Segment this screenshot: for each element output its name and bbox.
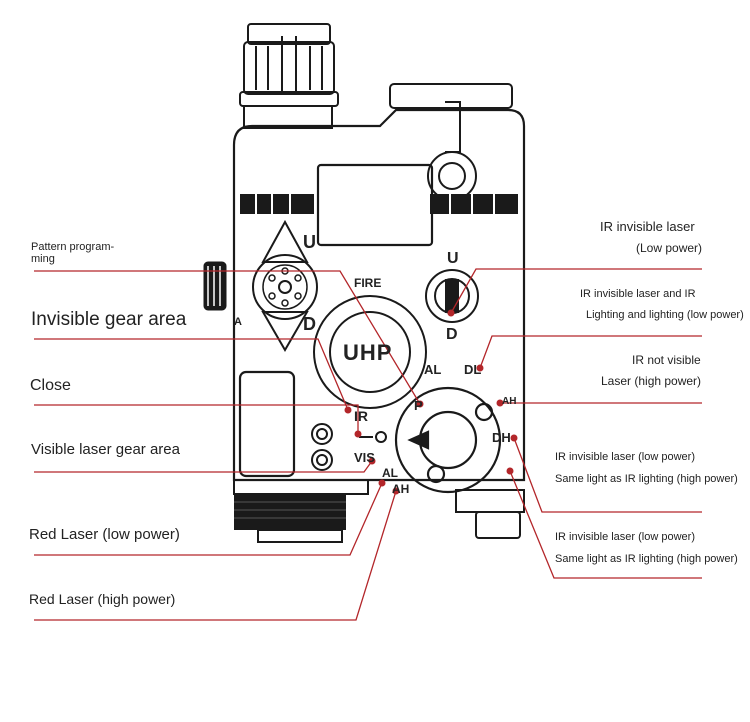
device-down-right-label: D bbox=[446, 326, 458, 343]
mode-dial bbox=[394, 386, 502, 494]
callout-close: Close bbox=[30, 377, 71, 394]
top-knob bbox=[239, 23, 339, 129]
device-up-right-label: U bbox=[447, 250, 459, 267]
callout-lighting-low-power: Lighting and lighting (low power) bbox=[586, 309, 744, 321]
callout-ir-invisible-laser-low-2: IR invisible laser (low power) bbox=[555, 531, 695, 543]
device-dh-label: DH bbox=[492, 430, 511, 445]
device-ah-label: AH bbox=[502, 396, 517, 407]
device-up-left-label: U bbox=[303, 232, 316, 252]
callout-pattern-programming-line2: ming bbox=[31, 253, 55, 265]
device-al-top-label: AL bbox=[424, 362, 442, 377]
device-ir-label: IR bbox=[354, 408, 368, 424]
device-down-left-label: D bbox=[303, 314, 316, 334]
uhp-button bbox=[313, 295, 427, 409]
device-ah-bottom-label: AH bbox=[392, 482, 410, 496]
callout-pattern-programming-line1: Pattern program- bbox=[31, 241, 115, 253]
device-vis-label: VIS bbox=[354, 450, 375, 465]
main-housing bbox=[232, 108, 526, 482]
callout-red-laser-low: Red Laser (low power) bbox=[29, 526, 180, 543]
device-p-label: P bbox=[414, 398, 423, 413]
callout-ir-invisible-laser-low-1: IR invisible laser (low power) bbox=[555, 451, 695, 463]
callout-ir-invisible-laser: IR invisible laser bbox=[600, 219, 695, 234]
device-fire-label: FIRE bbox=[354, 276, 382, 290]
callout-red-laser-high: Red Laser (high power) bbox=[29, 591, 176, 607]
callout-ir-not-visible: IR not visible bbox=[632, 353, 701, 367]
small-buttons bbox=[311, 423, 387, 471]
callout-ir-invisible-laser-and-ir: IR invisible laser and IR bbox=[580, 288, 696, 300]
callout-same-light-high-2: Same light as IR lighting (high power) bbox=[555, 553, 738, 565]
callout-visible-laser-gear-area: Visible laser gear area bbox=[31, 441, 180, 458]
callout-invisible-gear-area: Invisible gear area bbox=[31, 309, 187, 330]
device-al-bottom-label: AL bbox=[382, 466, 398, 480]
side-knob bbox=[203, 261, 227, 311]
top-right-cap bbox=[389, 83, 513, 201]
bottom-rail bbox=[233, 479, 525, 543]
callout-laser-high-power: Laser (high power) bbox=[601, 374, 702, 388]
device-side-a-label: A bbox=[234, 316, 242, 328]
device-uhp-label: UHP bbox=[343, 340, 393, 365]
striped-band bbox=[240, 194, 518, 214]
leader-dots bbox=[344, 309, 518, 495]
leader-lines bbox=[34, 268, 702, 621]
left-selector bbox=[252, 219, 318, 352]
callout-low-power: (Low power) bbox=[636, 241, 703, 255]
device-dl-label: DL bbox=[464, 362, 482, 377]
callout-same-light-high-1: Same light as IR lighting (high power) bbox=[555, 473, 738, 485]
